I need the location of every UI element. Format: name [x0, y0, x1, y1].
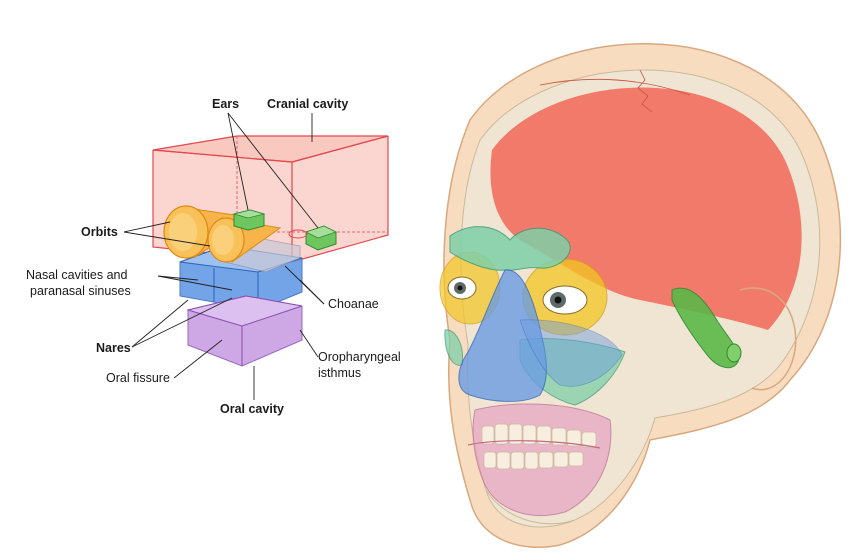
skull-illustration: [439, 42, 842, 548]
oral-cavity-block: [186, 295, 303, 367]
cranial-cavity-shape: [490, 87, 802, 330]
label-nares: Nares: [96, 341, 131, 355]
teeth: [481, 423, 597, 470]
orbit-shapes: [439, 251, 608, 336]
label-oral-cavity: Oral cavity: [220, 402, 284, 416]
label-orbits: Orbits: [81, 225, 118, 239]
ear-canal-shape: [671, 287, 740, 369]
ear-boxes: [232, 209, 338, 251]
label-oropharyngeal-line2: isthmus: [318, 366, 361, 380]
label-choanae: Choanae: [328, 297, 379, 311]
label-cranial-cavity: Cranial cavity: [267, 97, 348, 111]
leader-lines: [123, 112, 325, 400]
nasal-cavity-shape: [458, 269, 547, 402]
label-nasal-cavities-line2: paranasal sinuses: [30, 284, 131, 298]
label-oral-fissure: Oral fissure: [106, 371, 170, 385]
label-oropharyngeal-line1: Oropharyngeal: [318, 350, 401, 364]
paranasal-sinus-shape: [449, 226, 571, 271]
label-ears: Ears: [212, 97, 239, 111]
label-nasal-cavities-line1: Nasal cavities and: [26, 268, 127, 282]
schematic-diagram: Ears Cranial cavity Orbits Nasal cavitie…: [26, 97, 401, 416]
